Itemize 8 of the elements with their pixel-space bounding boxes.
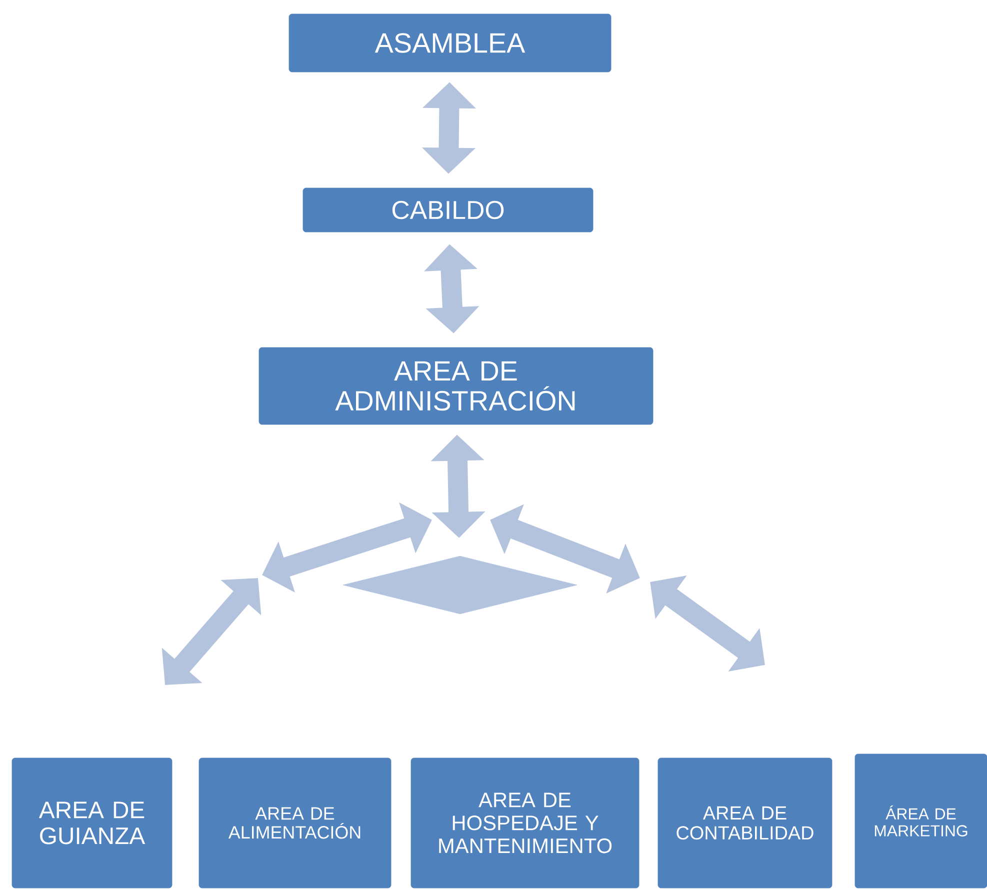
org-box: AREA DE CONTABILIDAD [658, 758, 832, 888]
org-box: ASAMBLEA [288, 14, 612, 72]
org-box: AREA DE ALIMENTACIÓN [198, 758, 392, 888]
org-box: AREA DE HOSPEDAJE Y MANTENIMIENTO [410, 758, 640, 888]
org-box: AREA DE GUIANZA [12, 758, 172, 888]
org-box: ÁREA DE MARKETING [854, 754, 987, 888]
org-box: AREA DE ADMINISTRACIÓN [258, 347, 654, 425]
org-box: CABILDO [302, 188, 594, 232]
